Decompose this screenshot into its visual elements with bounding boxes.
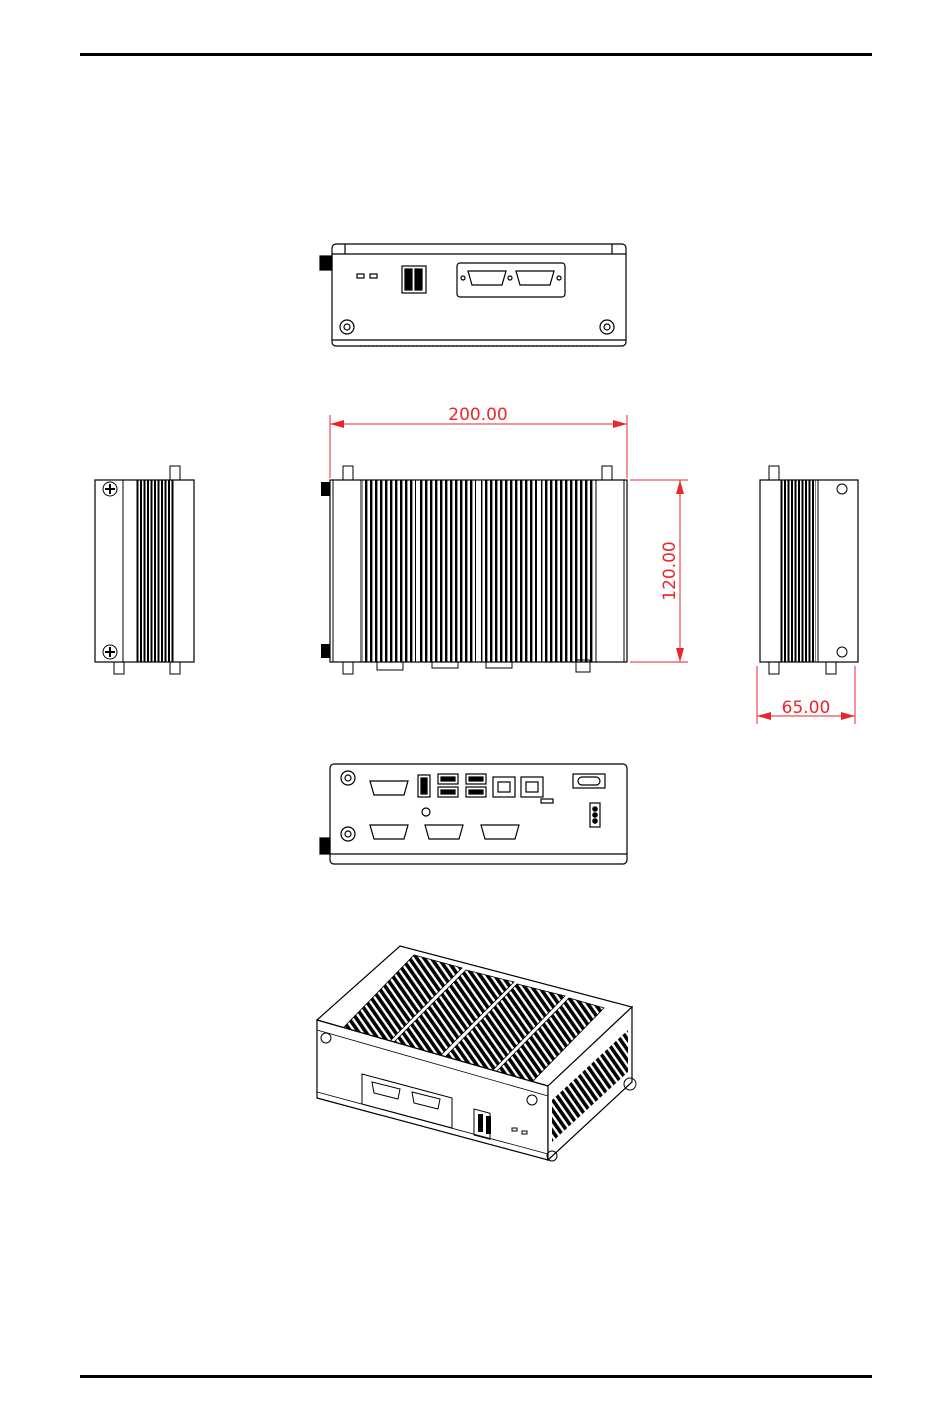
dimension-depth-label: 65.00	[782, 698, 831, 718]
dimension-width-label: 200.00	[448, 405, 507, 425]
top-front-view	[320, 244, 626, 346]
rear-io-view	[320, 764, 627, 864]
isometric-view	[317, 946, 636, 1161]
main-top-view	[321, 466, 627, 674]
dimension-height-label: 120.00	[660, 541, 680, 600]
right-side-view	[760, 466, 858, 674]
left-side-view	[95, 466, 194, 674]
